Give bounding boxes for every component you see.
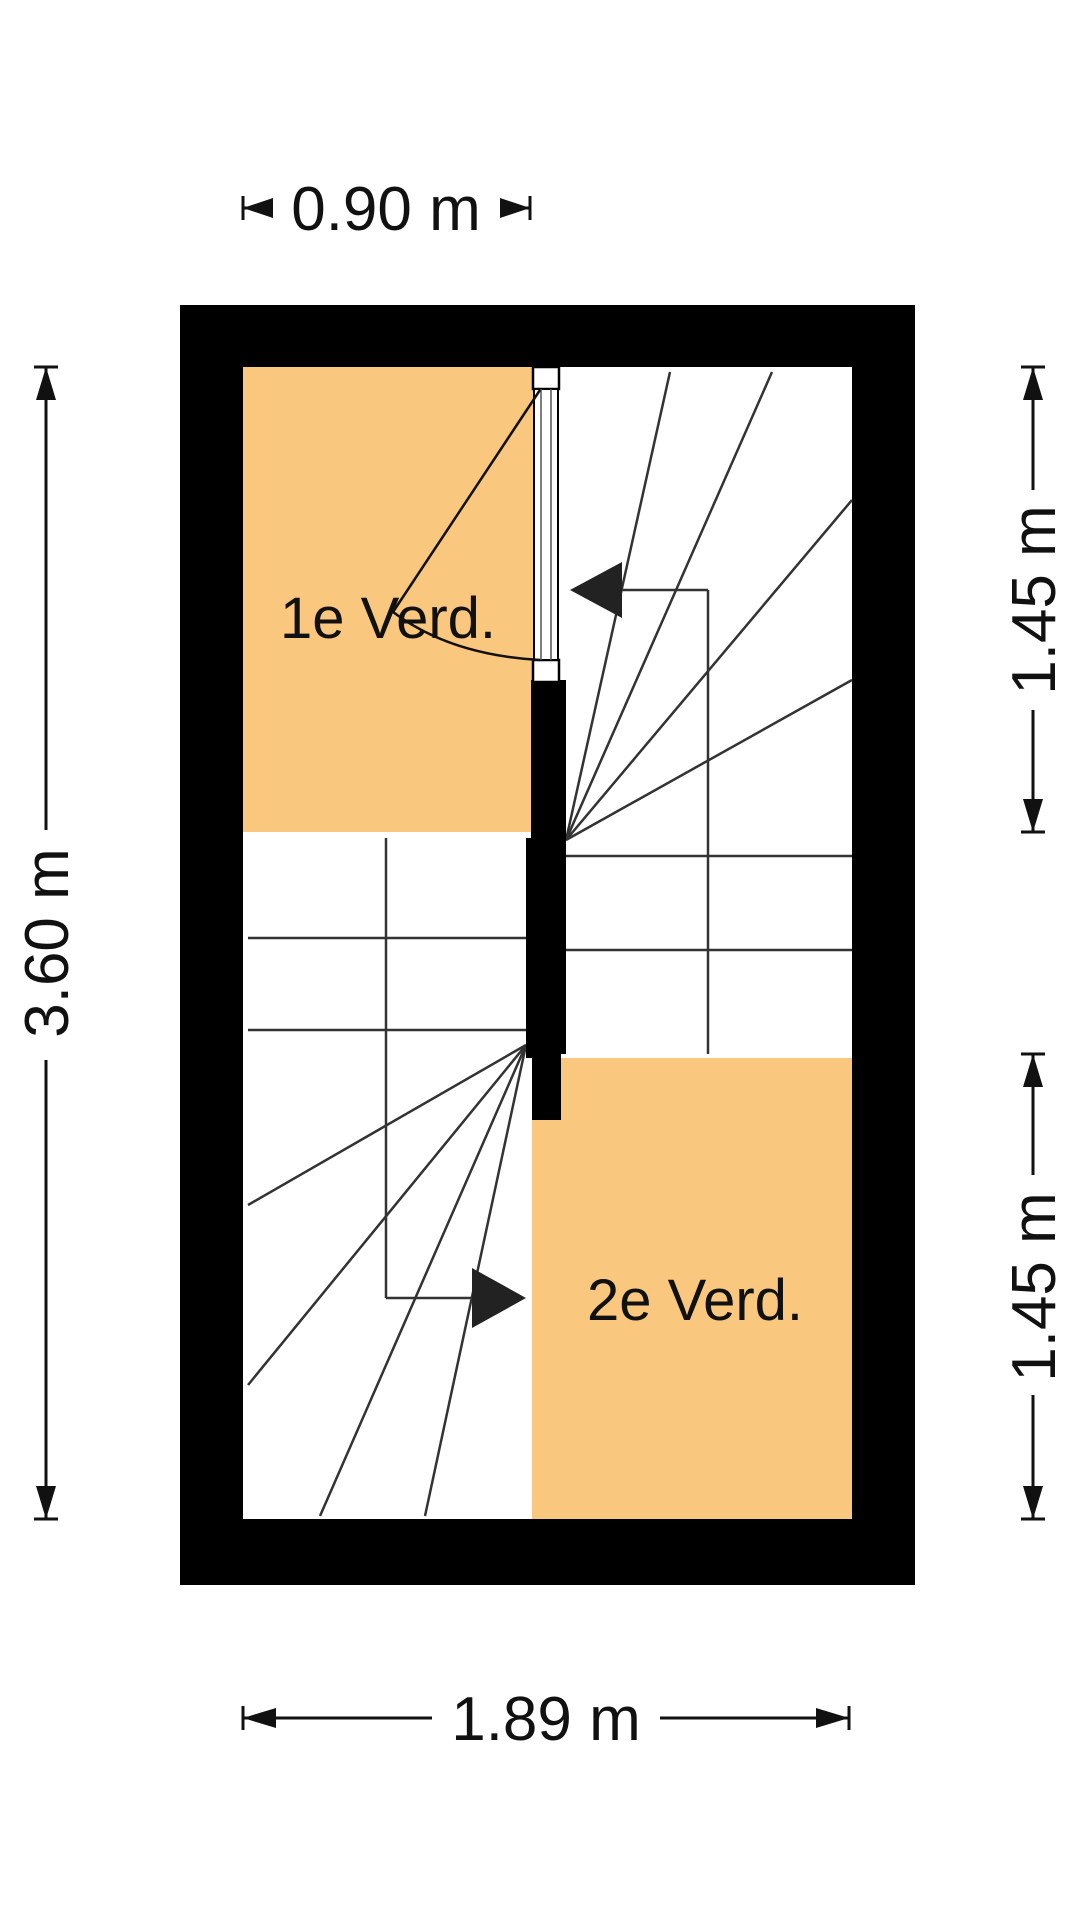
dimension-right-upper: 1.45 m	[1000, 365, 1069, 834]
room-2e-verd	[532, 1058, 852, 1519]
dimension-label-left: 3.60 m	[13, 848, 82, 1038]
dimension-label-right-lower: 1.45 m	[1000, 1192, 1069, 1382]
room-label-1e-verd: 1e Verd.	[280, 586, 496, 651]
dimension-label-bottom: 1.89 m	[451, 1685, 641, 1754]
walk-line-upper	[570, 562, 708, 618]
dimension-bottom: 1.89 m	[241, 1685, 851, 1754]
dimension-left: 3.60 m	[13, 365, 82, 1521]
walk-line-lower	[386, 1268, 526, 1328]
room-label-2e-verd: 2e Verd.	[587, 1268, 803, 1333]
room-1e-verd	[243, 367, 533, 832]
door-swing-icon	[391, 365, 561, 684]
arrow-left-icon	[570, 562, 622, 618]
center-partition-wall	[526, 680, 566, 1120]
arrow-right-icon	[472, 1268, 526, 1328]
dimension-right-lower: 1.45 m	[1000, 1052, 1069, 1521]
dimension-label-right-upper: 1.45 m	[1000, 505, 1069, 695]
dimension-top: 0.90 m	[241, 175, 532, 244]
dimension-label-top: 0.90 m	[291, 175, 481, 244]
